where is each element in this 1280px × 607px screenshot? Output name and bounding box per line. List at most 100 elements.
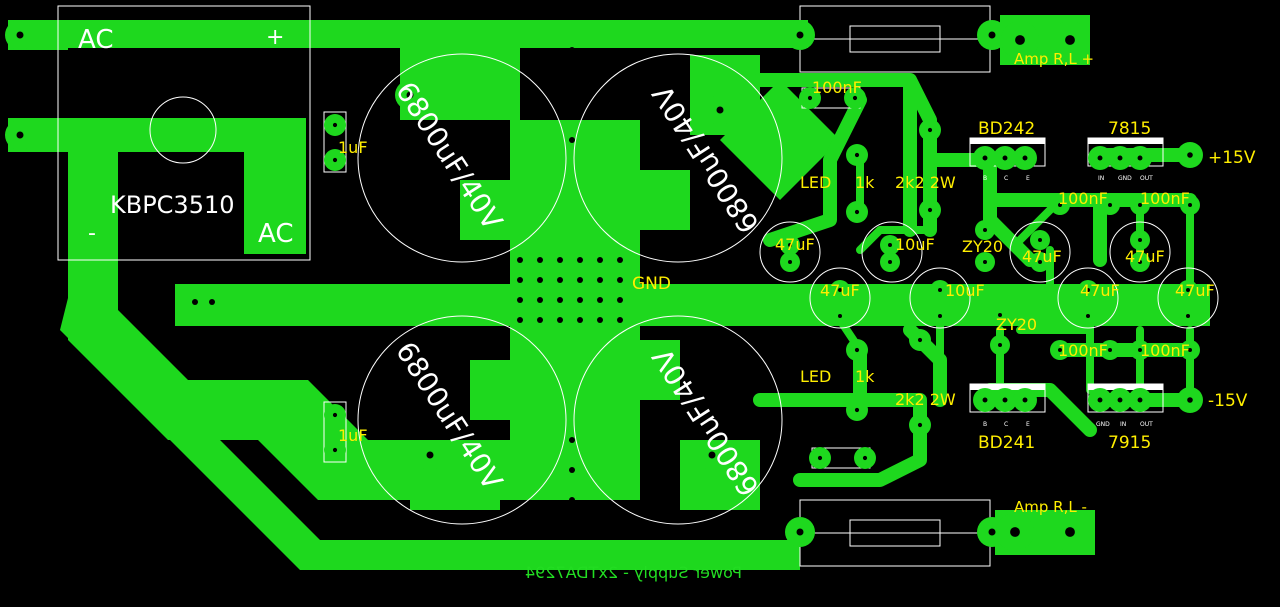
cap100n-r2-label: 100nF bbox=[1140, 189, 1190, 208]
pad-drill bbox=[1038, 238, 1042, 242]
pad-drill bbox=[1137, 155, 1143, 161]
pad-drill bbox=[1108, 348, 1112, 352]
via bbox=[569, 47, 575, 53]
pad-drill bbox=[938, 314, 942, 318]
cap-outline-tl bbox=[357, 53, 567, 263]
gnd-via bbox=[577, 297, 583, 303]
via bbox=[569, 497, 575, 503]
pad-drill bbox=[406, 91, 414, 99]
pad-drill bbox=[982, 155, 988, 161]
reg-pos-pin-in: IN bbox=[1098, 175, 1104, 182]
reg-neg-label: 7915 bbox=[1108, 433, 1151, 453]
cap-outline-br bbox=[573, 315, 783, 525]
pad-drill bbox=[796, 31, 804, 39]
bd241-pin-b: B bbox=[983, 421, 987, 428]
bridge-part-label: KBPC3510 bbox=[110, 191, 235, 219]
cap100n-top-label: 100nF bbox=[812, 78, 862, 97]
gnd-via bbox=[517, 277, 523, 283]
cap1uf-bot-label: 1uF bbox=[338, 426, 368, 445]
pad-drill bbox=[1138, 238, 1142, 242]
trace-bottom-rail bbox=[60, 290, 800, 570]
pad-drill bbox=[1097, 397, 1103, 403]
gnd-via bbox=[537, 257, 543, 263]
gnd-via bbox=[537, 297, 543, 303]
pad-drill bbox=[838, 288, 842, 292]
pad-drill bbox=[862, 455, 868, 461]
trace-gnd-upper bbox=[460, 170, 690, 240]
trace-gnd-lower bbox=[470, 340, 680, 420]
bd241-pin-e: E bbox=[1026, 421, 1030, 428]
bd241-pin-c: C bbox=[1004, 421, 1008, 428]
pads-layer bbox=[5, 20, 1203, 551]
gnd-via bbox=[597, 257, 603, 263]
pad-drill bbox=[983, 260, 987, 264]
pad-drill bbox=[854, 347, 860, 353]
cap1uf-bot-outline bbox=[323, 401, 347, 463]
via bbox=[569, 107, 575, 113]
bd242-pin-b: B bbox=[983, 175, 987, 182]
pad-drill bbox=[1010, 527, 1020, 537]
pad-drill bbox=[332, 447, 338, 453]
gnd-via bbox=[577, 257, 583, 263]
bd242-tab bbox=[970, 138, 1045, 144]
gnd-via bbox=[557, 277, 563, 283]
out-neg-label: -15V bbox=[1208, 391, 1248, 411]
cap10-b-label: 10uF bbox=[945, 281, 985, 300]
pad-drill bbox=[708, 451, 716, 459]
pad-drill bbox=[988, 31, 996, 39]
pad-drill bbox=[1086, 288, 1090, 292]
cap100n-r3-label: 100nF bbox=[1058, 341, 1108, 360]
cap1uf-top-outline bbox=[323, 111, 347, 173]
trace-net-lower-2 bbox=[836, 316, 1194, 404]
pad-drill bbox=[998, 313, 1002, 317]
pad-drill bbox=[788, 260, 792, 264]
gnd-label: GND bbox=[632, 274, 671, 294]
pad-drill bbox=[998, 343, 1002, 347]
gnd-via bbox=[517, 257, 523, 263]
pad-drill bbox=[888, 260, 892, 264]
zener-top-label: ZY20 bbox=[962, 237, 1003, 256]
silkscreen-layer bbox=[57, 5, 1219, 567]
pad-drill bbox=[1022, 155, 1028, 161]
pad-drill bbox=[1187, 397, 1193, 403]
pad-drill bbox=[817, 455, 823, 461]
gnd-via bbox=[537, 317, 543, 323]
pad-drill bbox=[854, 209, 860, 215]
trace-gnd-bus bbox=[175, 284, 1210, 326]
pad-drill bbox=[796, 528, 804, 536]
pad-drill bbox=[983, 228, 987, 232]
cap47-c-label: 47uF bbox=[1022, 247, 1062, 266]
gnd-via bbox=[597, 317, 603, 323]
cap47-d-label: 47uF bbox=[1125, 247, 1165, 266]
via bbox=[569, 77, 575, 83]
pad-drill bbox=[1108, 203, 1112, 207]
pad-drill bbox=[332, 122, 338, 128]
via bbox=[569, 137, 575, 143]
reg-pos-label: 7815 bbox=[1108, 119, 1151, 139]
cap47-a bbox=[759, 221, 821, 283]
reg-neg-tab bbox=[1088, 384, 1163, 390]
cap100n-r1-label: 100nF bbox=[1058, 189, 1108, 208]
pad-drill bbox=[917, 422, 923, 428]
gnd-via bbox=[597, 297, 603, 303]
pad-drill bbox=[1138, 260, 1142, 264]
gnd-via bbox=[537, 277, 543, 283]
cap10-a bbox=[861, 221, 923, 283]
pad-drill bbox=[1038, 260, 1042, 264]
cap10-b bbox=[909, 267, 971, 329]
gnd-via bbox=[557, 257, 563, 263]
trace-left-feed bbox=[68, 150, 618, 500]
amp-neg-label: Amp R,L - bbox=[1014, 498, 1087, 516]
pad-drill bbox=[1188, 203, 1192, 207]
pad-drill bbox=[1065, 35, 1075, 45]
bridge-ac-bottom-label: AC bbox=[258, 219, 293, 249]
pad-drill bbox=[852, 95, 858, 101]
pad-drill bbox=[1187, 152, 1193, 158]
pad-drill bbox=[988, 528, 996, 536]
bd241-tab bbox=[970, 384, 1045, 390]
bridge-outline bbox=[57, 5, 311, 261]
via bbox=[569, 527, 575, 533]
bd242-pin-c: C bbox=[1004, 175, 1008, 182]
via bbox=[192, 299, 198, 305]
